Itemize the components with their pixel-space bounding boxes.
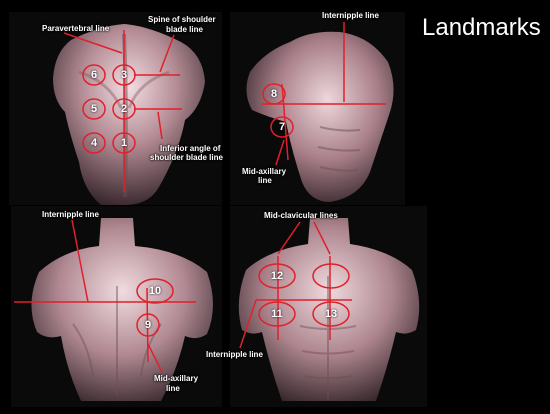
label-midclavicular: Mid-clavicular lines [264, 211, 338, 220]
panel-side-view [230, 12, 405, 205]
marker-8: 8 [270, 88, 278, 100]
label-midaxillary-side-line1: Mid-axillary [242, 167, 287, 176]
slide-title: Landmarks [422, 14, 541, 41]
marker-9: 9 [144, 319, 152, 331]
marker-4: 4 [90, 137, 98, 149]
marker-10: 10 [148, 285, 162, 297]
side-torso-figure [230, 12, 405, 205]
label-spine-of-shoulder-line1: Spine of shoulder [148, 15, 216, 24]
marker-12: 12 [270, 270, 284, 282]
label-internipple-side: Internipple line [322, 11, 379, 20]
marker-13: 13 [324, 308, 338, 320]
label-internipple-front: Internipple line [206, 350, 263, 359]
label-internipple-oblique: Internipple line [42, 210, 99, 219]
label-paravertebral-line: Paravertebral line [42, 24, 110, 33]
marker-7: 7 [278, 121, 286, 133]
label-inferior-angle-line1: Inferior angle of [160, 144, 221, 153]
front-oblique-torso-figure [11, 206, 222, 407]
label-spine-of-shoulder-line2: blade line [166, 25, 203, 34]
label-inferior-angle-line2: shoulder blade line [150, 153, 223, 162]
marker-1: 1 [120, 137, 128, 149]
label-midaxillary-oblique-line2: line [166, 384, 180, 393]
marker-2: 2 [120, 103, 128, 115]
label-midaxillary-side-line2: line [258, 176, 272, 185]
marker-5: 5 [90, 103, 98, 115]
marker-11: 11 [271, 308, 283, 320]
label-midaxillary-oblique-line1: Mid-axillary [154, 374, 199, 383]
marker-6: 6 [90, 69, 98, 81]
marker-3: 3 [120, 69, 128, 81]
panel-front-oblique-view [11, 206, 222, 407]
